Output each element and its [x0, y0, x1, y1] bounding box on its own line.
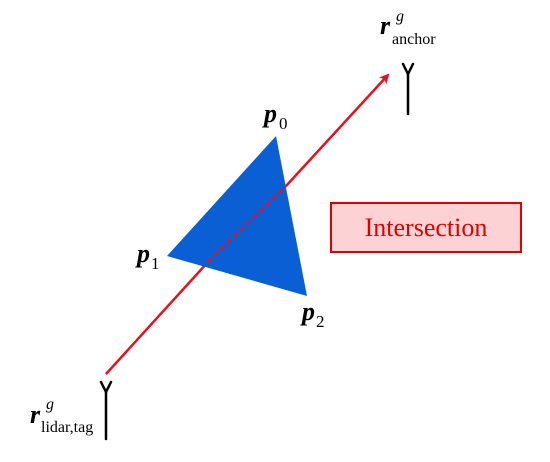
ray-segment-start — [105, 261, 209, 375]
tag-label: r — [30, 400, 41, 429]
intersection-text: Intersection — [365, 213, 488, 242]
p0-subscript: 0 — [279, 114, 288, 133]
p2-label: p — [300, 297, 315, 326]
p1-subscript: 1 — [151, 254, 160, 273]
triangle — [167, 136, 307, 296]
anchor-superscript: g — [396, 8, 404, 25]
antenna-icon — [99, 380, 113, 441]
tag-subscript: lidar,tag — [41, 419, 93, 436]
anchor-subscript: anchor — [392, 31, 436, 48]
antenna-icon — [401, 62, 415, 116]
intersection-box — [330, 202, 522, 253]
anchor-label: r — [380, 11, 391, 40]
ray-segment-end — [285, 73, 390, 187]
p1-label: p — [135, 239, 150, 268]
p2-subscript: 2 — [316, 312, 325, 331]
p0-label: p — [262, 99, 277, 128]
ray-segment-inside — [207, 185, 287, 263]
tag-superscript: g — [46, 396, 54, 413]
